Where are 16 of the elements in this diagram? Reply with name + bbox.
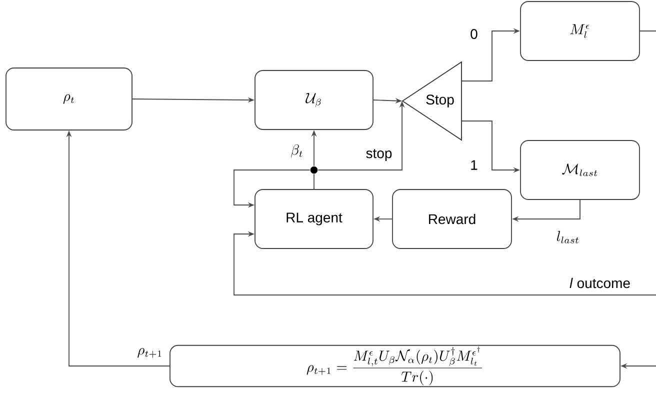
process-box: $M_l^\epsilon$ <box>520 1 640 61</box>
process-box: RL agent <box>254 189 374 249</box>
edge-label: stop <box>366 149 392 161</box>
formula-box: $\rho_{t+1} = \frac{M^\epsilon_{l,t} U_\beta \mathcal{N}_\alpha(\rho_t) U_\beta^\dagger M_{l_t}^{\epsilon^\dagger}}{Tr(\cdot)}$ <box>170 344 620 388</box>
junction-dot <box>310 166 318 174</box>
edge-label: $\beta_t$ <box>290 144 302 158</box>
edge-label: 0 <box>470 29 478 39</box>
edge-label: l outcome <box>570 278 630 288</box>
arrow <box>234 231 656 296</box>
process-box: $\rho_t$ <box>6 68 132 130</box>
edge-label: $\rho_{t+1}$ <box>138 348 162 358</box>
edge-label: 1 <box>471 160 478 170</box>
edge-label: $l_{last}$ <box>557 230 578 244</box>
process-box: $\mathcal{M}_{last}$ <box>520 140 640 200</box>
process-box: $\mathcal{U}_\beta$ <box>254 70 374 130</box>
process-box: Reward <box>392 189 512 249</box>
